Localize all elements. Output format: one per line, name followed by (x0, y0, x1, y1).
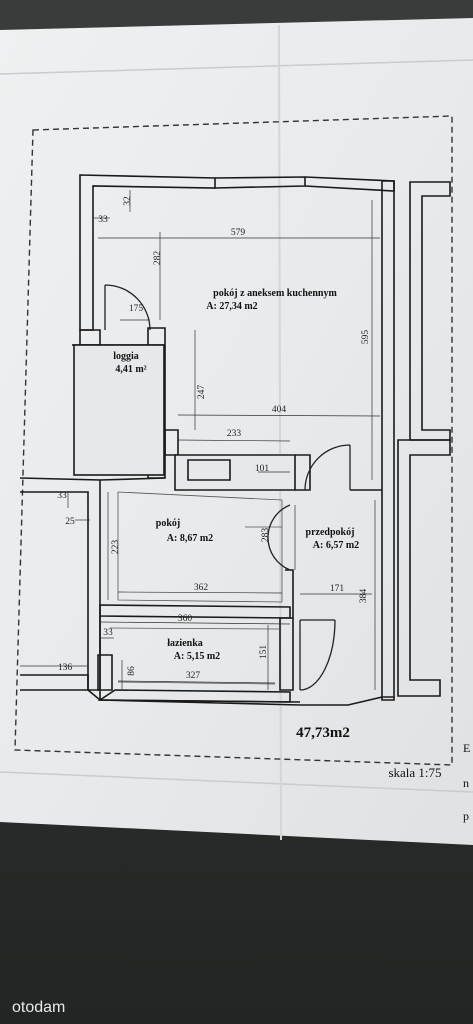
dim-label: 233 (227, 429, 242, 439)
room-area-bathroom: A: 5,15 m2 (174, 651, 220, 662)
room-name-bathroom: łazienka (167, 638, 203, 649)
dim-label: 101 (255, 464, 270, 474)
dim-label: 327 (186, 671, 201, 681)
walls (19, 174, 451, 706)
edge-letter: E (463, 741, 470, 755)
dim-label: 151 (259, 645, 269, 660)
room-area-bedroom: A: 8,67 m2 (167, 533, 213, 544)
dim-label: 175 (129, 304, 144, 314)
dim-label: 136 (58, 663, 73, 673)
dim-label: 362 (194, 583, 209, 593)
dim-label: 223 (111, 540, 121, 555)
dim-label: 384 (359, 589, 369, 604)
scale-label: skala 1:75 (388, 765, 441, 780)
dim-label: 247 (197, 385, 207, 400)
dim-label: 33 (57, 491, 67, 501)
paper-sheet (0, 18, 473, 845)
room-name-loggia: loggia (113, 351, 139, 362)
dim-label: 360 (178, 614, 193, 624)
dim-label: 32 (123, 196, 133, 206)
dim-label: 282 (153, 251, 163, 266)
room-name-living-kitchen: pokój z aneksem kuchennym (213, 288, 337, 299)
dim-label: 86 (127, 666, 137, 676)
dim-label: 579 (231, 228, 246, 238)
dimension-lines (20, 190, 381, 690)
dim-label: 33 (103, 628, 113, 638)
room-area-living-kitchen: A: 27,34 m2 (206, 301, 257, 312)
dim-label: 25 (65, 517, 75, 527)
edge-letter: p (463, 809, 469, 823)
dim-label: 404 (272, 405, 287, 415)
room-area-hallway: A: 6,57 m2 (313, 540, 359, 551)
dim-label: 171 (330, 584, 345, 594)
total-area: 47,73m2 (296, 725, 350, 741)
doors (104, 284, 351, 691)
watermark-logo: otodam (12, 999, 65, 1016)
room-name-bedroom: pokój (156, 518, 180, 529)
edge-letter: n (463, 776, 469, 790)
interior-lines (109, 491, 283, 685)
room-area-loggia: 4,41 m² (115, 364, 146, 375)
plot-boundary (14, 115, 453, 766)
dim-label: 33 (98, 215, 108, 225)
room-name-hallway: przedpokój (306, 527, 355, 538)
dim-label: 283 (261, 528, 271, 543)
dim-label: 595 (361, 330, 371, 345)
